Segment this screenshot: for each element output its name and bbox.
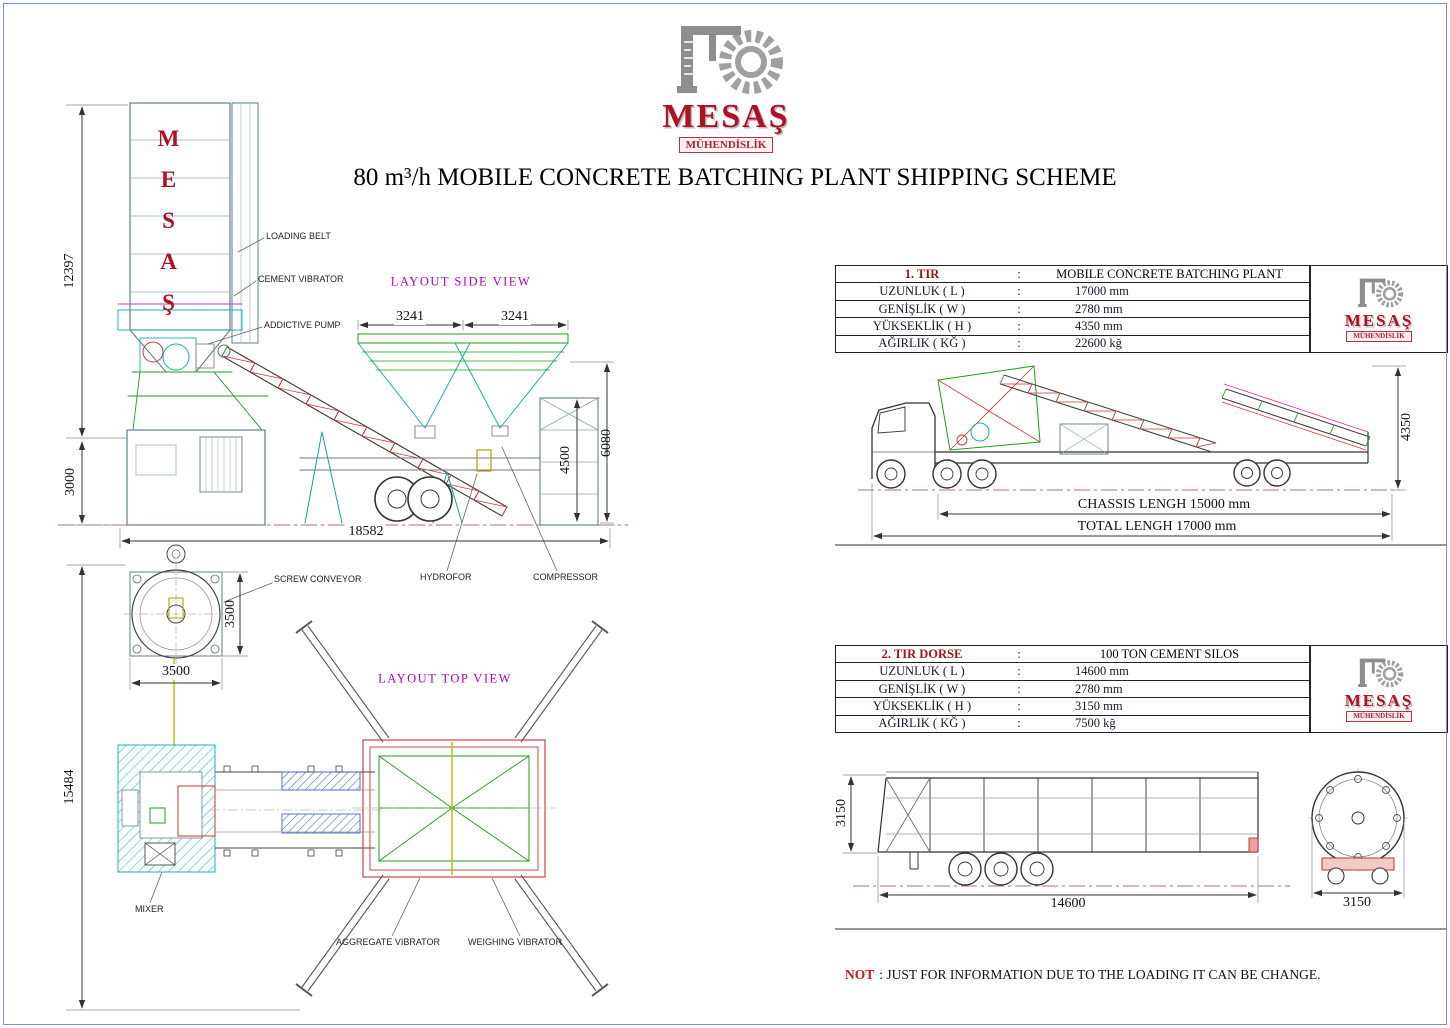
company-logo: MESAŞ MÜHENDİSLİK <box>636 20 816 154</box>
table-row: UZUNLUK ( L ) : 17000 mm <box>836 283 1309 301</box>
table-row: GENİŞLİK ( W ) : 2780 mm <box>836 681 1309 699</box>
table-row: GENİŞLİK ( W ) : 2780 mm <box>836 301 1309 319</box>
dim-silo-diameter: 3150 <box>1341 895 1373 911</box>
row-value: 14600 mm <box>1075 664 1129 679</box>
row-separator: : <box>1017 716 1021 731</box>
callout-screw-conveyor: SCREW CONVEYOR <box>274 574 362 584</box>
row-separator: : <box>1017 336 1021 351</box>
row-value: 17000 mm <box>1075 284 1129 299</box>
row-label: UZUNLUK ( L ) <box>879 284 965 299</box>
caliper-gear-icon <box>1358 658 1404 688</box>
table-row: AĞIRLIK ( KĞ ) : 7500 kğ <box>836 716 1309 732</box>
row-label: UZUNLUK ( L ) <box>879 664 965 679</box>
logo-subtitle: MÜHENDİSLİK <box>1346 330 1412 343</box>
side-view-title: LAYOUT SIDE VIEW <box>390 274 532 289</box>
row-value: MOBILE CONCRETE BATCHING PLANT <box>1056 266 1283 281</box>
row-label: AĞIRLIK ( KĞ ) <box>878 336 966 351</box>
note-prefix: NOT <box>845 967 875 982</box>
table-row: UZUNLUK ( L ) : 14600 mm <box>836 663 1309 681</box>
dim-plan-length: 15484 <box>62 769 77 805</box>
row-value: 3150 mm <box>1075 698 1123 713</box>
row-value: 22600 kğ <box>1075 336 1122 351</box>
row-separator: : <box>1017 664 1021 679</box>
row-label: 1. TIR <box>904 266 940 281</box>
row-label: YÜKSEKLİK ( H ) <box>872 318 972 333</box>
row-value: 2780 mm <box>1075 681 1123 696</box>
dim-screw-width: 3500 <box>160 664 192 680</box>
callout-aggregate-vibrator: AGGREGATE VIBRATOR <box>336 937 441 947</box>
mesas-logo-box: MESAŞ MÜHENDİSLİK <box>1310 645 1448 733</box>
tir2-dimension-lines <box>843 774 1405 903</box>
logo-subtitle: MÜHENDİSLİK <box>1346 710 1412 723</box>
top-view-title: LAYOUT TOP VIEW <box>378 671 512 686</box>
dim-overall-height: 6080 <box>599 429 614 457</box>
table-row: 2. TIR DORSE : 100 TON CEMENT SILOS <box>836 646 1309 664</box>
tir1-spec-table: 1. TIR : MOBILE CONCRETE BATCHING PLANT … <box>835 265 1310 353</box>
logo-name: MESAŞ <box>1344 690 1414 710</box>
row-label: GENİŞLİK ( W ) <box>878 301 966 316</box>
row-label: GENİŞLİK ( W ) <box>878 681 966 696</box>
row-value: 100 TON CEMENT SILOS <box>1099 646 1240 661</box>
row-separator: : <box>1017 318 1021 333</box>
callout-compressor: COMPRESSOR <box>533 572 599 582</box>
table-row: YÜKSEKLİK ( H ) : 3150 mm <box>836 698 1309 716</box>
row-separator: : <box>1017 681 1021 696</box>
silo-brand-text: MESAŞ <box>156 126 181 331</box>
row-separator: : <box>1017 284 1021 299</box>
row-label: YÜKSEKLİK ( H ) <box>872 698 972 713</box>
row-label: 2. TIR DORSE <box>881 646 963 661</box>
tir1-dimension-lines <box>871 365 1406 541</box>
dim-chassis-length: CHASSIS LENGH 15000 mm <box>1075 497 1253 513</box>
row-label: AĞIRLIK ( KĞ ) <box>878 716 966 731</box>
callout-addictive-pump: ADDICTIVE PUMP <box>264 320 341 330</box>
logo-subtitle: MÜHENDİSLİK <box>678 137 774 154</box>
dim-hopper-left: 3241 <box>394 309 426 325</box>
top-view-drawing <box>117 544 609 997</box>
caliper-gear-icon <box>677 26 783 94</box>
dim-screw-height: 3500 <box>223 600 238 628</box>
footer-note: NOT : JUST FOR INFORMATION DUE TO THE LOA… <box>845 967 1321 983</box>
side-view-drawing <box>57 102 629 603</box>
dim-total-length: 18582 <box>346 524 386 540</box>
row-value: 7500 kğ <box>1075 716 1116 731</box>
row-separator: : <box>1017 301 1021 316</box>
row-value: 2780 mm <box>1075 301 1123 316</box>
dim-mid-height: 4500 <box>558 446 573 474</box>
tir2-drawing <box>853 768 1408 887</box>
table-row: YÜKSEKLİK ( H ) : 4350 mm <box>836 318 1309 336</box>
dim-silo-height: 12397 <box>62 253 77 289</box>
tir1-drawing <box>858 365 1400 491</box>
dim-hopper-right: 3241 <box>499 309 531 325</box>
dim-total-truck-length: TOTAL LENGH 17000 mm <box>1075 519 1239 535</box>
table-row: 1. TIR : MOBILE CONCRETE BATCHING PLANT <box>836 266 1309 284</box>
logo-name: MESAŞ <box>1344 310 1414 330</box>
dim-tir2-length: 14600 <box>1048 896 1088 912</box>
dim-tir2-height: 3150 <box>834 799 849 827</box>
row-separator: : <box>1017 646 1021 661</box>
row-value: 4350 mm <box>1075 318 1123 333</box>
callout-cement-vibrator: CEMENT VIBRATOR <box>258 274 344 284</box>
callout-mixer: MIXER <box>135 904 164 914</box>
row-separator: : <box>1017 266 1021 281</box>
side-view-dimension-lines <box>60 104 614 548</box>
section-frames <box>835 544 1446 930</box>
top-view-dimension-lines <box>66 564 300 1011</box>
callout-hydrofor: HYDROFOR <box>420 572 472 582</box>
page-title: 80 m³/h MOBILE CONCRETE BATCHING PLANT S… <box>353 164 1117 191</box>
note-text: : JUST FOR INFORMATION DUE TO THE LOADIN… <box>879 967 1321 982</box>
mesas-logo-box: MESAŞ MÜHENDİSLİK <box>1310 265 1448 353</box>
callout-weighing-vibrator: WEIGHING VIBRATOR <box>468 937 563 947</box>
row-separator: : <box>1017 698 1021 713</box>
table-row: AĞIRLIK ( KĞ ) : 22600 kğ <box>836 336 1309 352</box>
tir2-spec-table: 2. TIR DORSE : 100 TON CEMENT SILOS UZUN… <box>835 645 1310 733</box>
dim-base-height: 3000 <box>63 468 78 496</box>
dim-tir1-height: 4350 <box>1399 413 1414 441</box>
caliper-gear-icon <box>1358 278 1404 308</box>
logo-name: MESAŞ <box>662 98 790 135</box>
callout-loading-belt: LOADING BELT <box>266 231 331 241</box>
